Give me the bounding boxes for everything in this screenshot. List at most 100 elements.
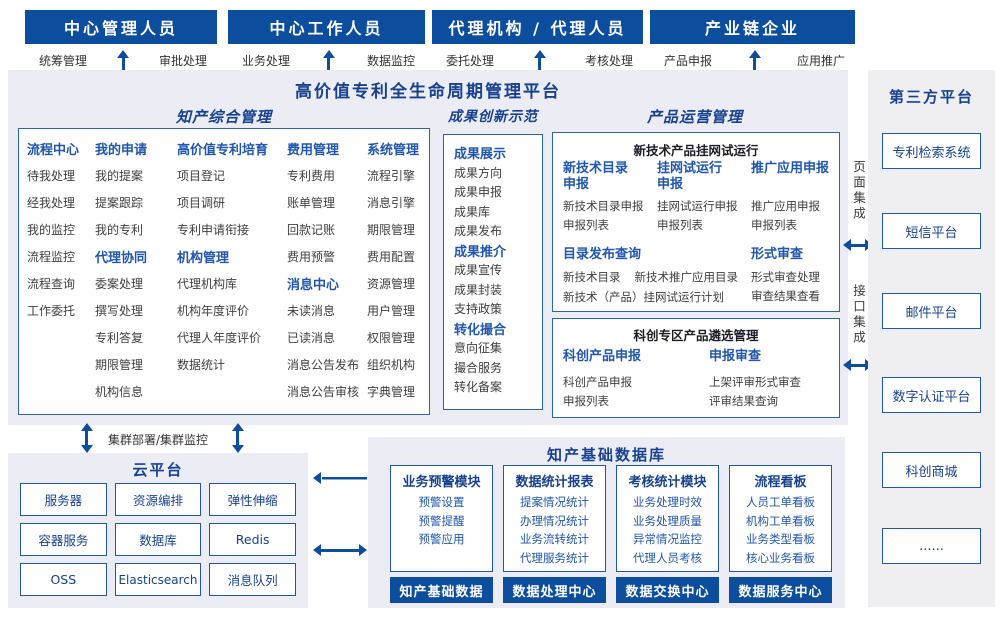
menu-item: 回款记账	[287, 223, 336, 237]
apply-column: 挂网试运行 申报 挂网试运行申报申报列表	[657, 161, 751, 235]
menu-item: 组织机构	[367, 358, 416, 372]
item-list: 提案情况统计办理情况统计业务流转统计代理服务统计	[504, 493, 605, 567]
apply-column: 推广应用申报 推广应用申报申报列表	[751, 161, 837, 235]
menu-item: 成果封装	[454, 282, 503, 297]
cluster-label: 集群部署/集群监控	[108, 433, 209, 447]
list-item: 代理人员考核	[633, 550, 702, 565]
cloud-service: Redis	[209, 523, 296, 556]
role-activity-label: 考核处理	[584, 54, 633, 68]
group-heading: 形式审查	[751, 247, 804, 262]
group-heading: 代理协同	[95, 251, 148, 266]
menu-item: 成果库	[454, 204, 491, 219]
cloud-platform-panel: 云平台 服务器 资源编排 弹性伸缩 容器服务 数据库 Redis OSS Ela…	[8, 453, 308, 608]
user-role-header: 中心管理人员	[25, 10, 217, 44]
group-heading: 成果推介	[454, 244, 507, 260]
role-activity-label: 统筹管理	[39, 54, 88, 68]
menu-item: 权限管理	[367, 331, 416, 345]
platform-title: 高价值专利全生命周期管理平台	[295, 82, 561, 102]
menu-item: 期限管理	[367, 223, 416, 237]
group-heading: 成果展示	[454, 147, 507, 163]
menu-item: 成果宣传	[454, 263, 503, 278]
item-list: 新技术目录申报申报列表	[563, 197, 657, 235]
list-item: 科创产品申报	[563, 375, 632, 389]
cloud-service: 容器服务	[20, 523, 107, 556]
menu-column: 费用管理专利费用账单管理回款记账费用预警消息中心未读消息已读消息消息公告发布消息…	[287, 135, 359, 405]
group-heading: 科创产品申报	[563, 349, 642, 364]
list-item: 业务流转统计	[520, 532, 589, 546]
vertical-double-arrow-icon	[80, 423, 93, 453]
list-item: 预警应用	[418, 532, 465, 546]
data-center-badge: 知产基础数据	[390, 577, 493, 603]
menu-item: 专利费用	[287, 169, 336, 183]
group-heading: 我的申请	[95, 143, 148, 158]
menu-item: 未读消息	[287, 304, 336, 318]
ip-database-title: 知产基础数据库	[546, 446, 666, 464]
horizontal-double-arrow-icon	[313, 543, 367, 557]
menu-column: 成果展示成果方向成果申报成果库成果发布成果推介成果宣传成果封装支持政策转化撮合意…	[454, 143, 506, 397]
user-group-center-staff: 中心工作人员 业务处理 数据监控	[228, 10, 425, 78]
menu-item: 成果方向	[454, 165, 503, 180]
group-heading: 高价值专利培育	[177, 143, 269, 158]
third-party-panel: 第三方平台 专利检索系统 短信平台 邮件平台 数字认证平台 科创商城 .....…	[868, 70, 995, 607]
menu-item: 支持政策	[454, 302, 503, 317]
cloud-service: 服务器	[20, 483, 107, 516]
third-party-system: ......	[882, 528, 981, 564]
cloud-service: 弹性伸缩	[209, 483, 296, 516]
item-list: 形式审查处理审查结果查看	[751, 268, 835, 306]
list-item: 申报列表	[563, 218, 609, 232]
formal-review-block: 形式审查 形式审查处理审查结果查看	[751, 243, 835, 306]
menu-item: 代理人年度评价	[177, 331, 262, 345]
menu-item: 工作委托	[27, 304, 76, 318]
list-item: 挂网试运行申报	[657, 199, 738, 213]
group-heading: 转化撮合	[454, 322, 507, 338]
menu-item: 项目登记	[177, 169, 226, 183]
group-heading: 新技术目录 申报	[563, 161, 629, 192]
group-heading: 推广应用申报	[751, 161, 830, 176]
item-list: 上架评审形式审查评审结果查询	[709, 373, 839, 411]
user-group-agencies: 代理机构 / 代理人员 委托处理 考核处理	[432, 10, 643, 78]
left-arrow-icon	[313, 471, 367, 485]
list-item: 申报列表	[657, 218, 703, 232]
user-role-header: 代理机构 / 代理人员	[432, 10, 643, 44]
group-heading: 挂网试运行 申报	[657, 161, 723, 192]
menu-item: 字典管理	[367, 385, 416, 399]
menu-item: 消息公告发布	[287, 358, 360, 372]
menu-item: 期限管理	[95, 358, 144, 372]
group-heading: 系统管理	[367, 143, 420, 158]
menu-item: 已读消息	[287, 331, 336, 345]
list-item: 业务类型看板	[746, 532, 815, 546]
menu-item: 账单管理	[287, 196, 336, 210]
list-item: 评审结果查询	[709, 394, 778, 408]
menu-column: 系统管理流程引擎消息引擎期限管理费用配置资源管理用户管理权限管理组织机构字典管理	[367, 135, 419, 405]
third-party-system: 科创商城	[882, 452, 981, 488]
list-item: 核心业务看板	[746, 550, 815, 565]
list-item: 提案情况统计	[520, 495, 589, 509]
role-activity-label: 审批处理	[158, 54, 207, 68]
list-item: 异常情况监控	[633, 532, 702, 546]
apply-columns: 新技术目录 申报 新技术目录申报申报列表 挂网试运行 申报 挂网试运行申报申报列…	[563, 161, 837, 235]
db-module: 数据统计报表 提案情况统计办理情况统计业务流转统计代理服务统计	[503, 465, 606, 572]
user-group-center-managers: 中心管理人员 统筹管理 审批处理	[25, 10, 217, 78]
user-role-header: 产业链企业	[650, 10, 855, 44]
menu-item: 委案处理	[95, 277, 144, 291]
menu-item: 项目调研	[177, 196, 226, 210]
third-party-system: 专利检索系统	[882, 133, 981, 169]
subsection-title: 新技术产品挂网试运行	[633, 143, 759, 158]
platform-panel: 高价值专利全生命周期管理平台 知产综合管理 流程中心待我处理经我处理我的监控流程…	[8, 70, 848, 425]
list-item: 机构工单看板	[746, 513, 815, 528]
subsection-title: 科创专区产品遴选管理	[633, 328, 759, 343]
user-role-header: 中心工作人员	[228, 10, 425, 44]
list-item: 办理情况统计	[520, 513, 589, 528]
item-list: 推广应用申报申报列表	[751, 197, 837, 235]
list-item: 审查结果查看	[751, 289, 820, 303]
list-item: 新技术推广应用目录	[634, 270, 739, 284]
menu-item: 专利申请衔接	[177, 223, 250, 237]
data-center-badge: 数据交换中心	[616, 577, 719, 603]
menu-item: 流程监控	[27, 250, 76, 264]
list-item: 申报列表	[563, 394, 609, 408]
list-item: 上架评审形式审查	[709, 375, 801, 389]
list-item: 预警提醒	[418, 513, 465, 528]
item-list: 挂网试运行申报申报列表	[657, 197, 751, 235]
menu-item: 用户管理	[367, 304, 416, 318]
menu-item: 费用配置	[367, 250, 416, 264]
